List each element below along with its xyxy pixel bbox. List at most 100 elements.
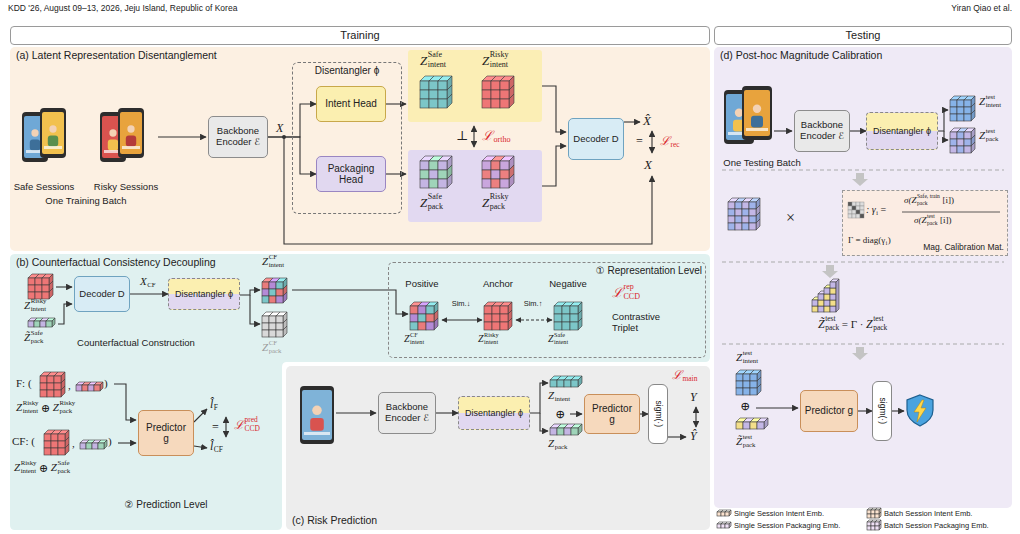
math-symbol: ⊥: [456, 129, 468, 142]
math-symbol: X: [140, 276, 147, 287]
flow-arrow: [542, 86, 566, 132]
math-symbol: X: [276, 122, 283, 134]
session-phone: [742, 86, 772, 140]
math-symbol: Z: [482, 196, 489, 209]
panel-title: (b) Counterfactual Consistency Decouplin…: [16, 257, 216, 269]
box-label: sigm(·): [877, 398, 887, 424]
flow-arrow: [194, 409, 207, 422]
predictor-box: Predictor g: [800, 390, 858, 432]
math-subscript: intent: [269, 262, 285, 269]
section-header: Testing: [714, 26, 1012, 45]
legend-text: Single Session Packaging Emb.: [734, 522, 840, 530]
flow-arrow: [194, 446, 207, 448]
math-superscript: pred: [245, 416, 258, 423]
math-symbol: [i]): [940, 216, 952, 225]
session-phone: [300, 386, 334, 444]
math-superscript: rep: [624, 283, 634, 291]
math-symbol: Z: [262, 256, 268, 267]
math-symbol: ℒ: [234, 419, 244, 431]
flow-arrow: [118, 442, 136, 443]
embedding-block: [262, 312, 287, 337]
math-superscript: Safe, train: [917, 194, 940, 200]
embedding-block: [262, 278, 287, 303]
embedding-block: [28, 318, 55, 327]
caption-text: ② Prediction Level: [125, 500, 208, 510]
math-subscript: CF: [147, 282, 155, 289]
box-label: Predictor g: [142, 422, 190, 444]
box-label: Mag. Calibration Mat.: [923, 243, 1004, 253]
math-symbol: ℒ: [482, 129, 493, 142]
math-subscript: pack: [917, 201, 928, 207]
box-label: ① Representation Level: [596, 265, 702, 276]
role-label: Anchor: [483, 279, 513, 289]
embedding-block: [950, 96, 975, 121]
box-label: Decoder D: [79, 289, 124, 300]
caption-text: One Testing Batch: [723, 158, 800, 168]
flow-arrow: [56, 286, 72, 287]
math-symbol: ⊕: [41, 403, 50, 414]
flow-arrow: [114, 384, 136, 420]
math-subscript: intent: [21, 468, 37, 475]
flow-arrow: [624, 121, 640, 122]
math-symbol: ): [108, 436, 112, 447]
math-subscript: pack: [269, 348, 282, 355]
flow-arrow: [938, 110, 948, 131]
panel-background: [714, 47, 1012, 508]
math-subscript: pack: [428, 203, 443, 211]
math-symbol: Z: [736, 352, 742, 363]
legend-text: Single Session Intent Emb.: [734, 510, 824, 518]
connector-arrow: [640, 413, 648, 414]
math-superscript: Safe: [31, 330, 43, 337]
legend-text: Batch Session Intent Emb.: [884, 510, 972, 518]
math-symbol: ,: [72, 438, 75, 449]
math-symbol: Z: [404, 334, 410, 344]
panel-background: [10, 254, 710, 530]
connector-arrow: [130, 293, 168, 294]
separator-line: [722, 261, 1004, 262]
box-label: Testing: [846, 29, 881, 41]
math-symbol: Z: [262, 342, 268, 353]
legend-icon: [867, 508, 881, 518]
flow-arrow: [336, 412, 376, 413]
encoder-box: Backbone Encoder ℰ: [378, 392, 436, 434]
box-label: sigm(·): [653, 401, 663, 427]
math-symbol: σ(Z: [904, 196, 916, 205]
embedding-block: [420, 156, 452, 188]
running-header: Yiran Qiao et al.: [951, 4, 1012, 13]
decoder-box: Decoder D: [568, 118, 624, 160]
math-superscript: test: [986, 128, 995, 135]
math-symbol: =: [881, 205, 887, 215]
shield-icon: [907, 395, 933, 426]
disentangler-box: Disentangler ϕ: [866, 112, 938, 150]
panel-title: (a) Latent Representation Disentanglemen…: [16, 50, 217, 62]
math-superscript: Risky: [21, 460, 37, 467]
math-superscript: Safe: [428, 193, 442, 201]
math-symbol: ×: [786, 210, 795, 226]
math-symbol: Z: [53, 402, 59, 413]
box-label: Backbone Encoder ℰ: [798, 120, 846, 141]
math-superscript: Safe: [57, 460, 69, 467]
math-symbol: Z: [420, 54, 427, 67]
legend-icon: [717, 522, 731, 528]
math-subscript: CCD: [624, 293, 641, 301]
legend-icon: [717, 510, 731, 516]
math-subscript: pack: [57, 468, 70, 475]
math-subscript: intent: [986, 102, 1002, 109]
intent-band: [408, 50, 542, 122]
embedding-block: [44, 430, 69, 455]
session-phone: [40, 108, 66, 158]
packaging-head: Packaging Head: [316, 156, 386, 192]
orthogonality-arrow: [473, 126, 474, 147]
math-symbol: Γ = diag(γ: [848, 236, 885, 245]
math-symbol: X̂: [643, 114, 651, 127]
embedding-block: [736, 370, 761, 395]
math-superscript: CF: [269, 340, 277, 347]
math-subscript: intent: [490, 61, 508, 69]
math-symbol: l̂: [210, 440, 213, 452]
intent-head: Intent Head: [316, 86, 386, 122]
flow-arrow: [540, 413, 548, 431]
math-symbol: Z: [548, 334, 554, 344]
flow-arrow: [516, 320, 552, 321]
